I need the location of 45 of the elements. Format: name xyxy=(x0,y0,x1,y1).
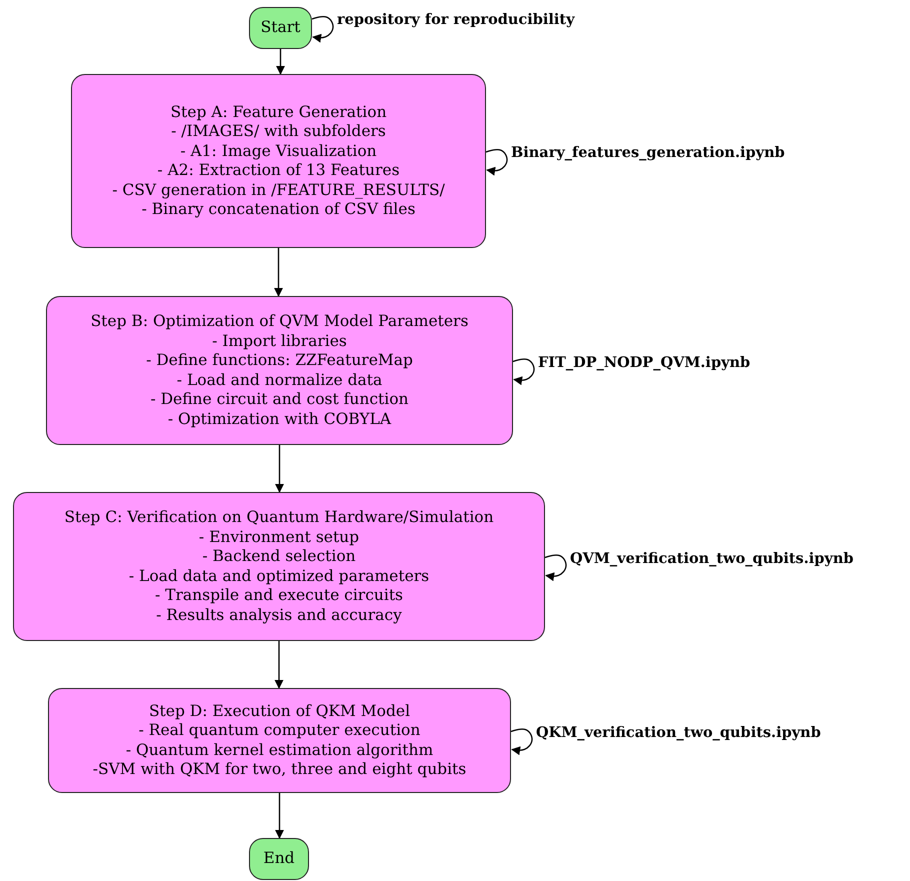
edge-label: QVM_verification_two_qubits.ipynb xyxy=(570,550,854,566)
node-text: - Transpile and execute circuits xyxy=(154,586,404,606)
node-text: - Environment setup xyxy=(198,528,360,547)
terminal-box xyxy=(249,7,312,49)
self-loop-arrow xyxy=(312,16,334,43)
node-text: - Results analysis and accuracy xyxy=(156,606,402,625)
node-text: - Define functions: ZZFeatureMap xyxy=(146,351,413,370)
node-title: Step C: Verification on Quantum Hardware/Simulation xyxy=(64,508,494,528)
node-title: Step B: Optimization of QVM Model Parameters xyxy=(90,312,468,332)
node-text: - Backend selection xyxy=(202,547,356,566)
edge-label: repository for reproducibility xyxy=(337,11,575,28)
node-text: - /IMAGES/ with subfolders xyxy=(171,122,386,142)
node-text: - Import libraries xyxy=(212,332,347,351)
arrow xyxy=(276,49,285,75)
self-loop-arrow xyxy=(512,358,535,386)
edge-label: QKM_verification_two_qubits.ipynb xyxy=(536,724,821,740)
node-text: - A2: Extraction of 13 Features xyxy=(157,161,400,180)
node-text: - CSV generation in /FEATURE_RESULTS/ xyxy=(112,180,445,200)
node-title: Step A: Feature Generation xyxy=(170,102,387,122)
arrow xyxy=(274,641,284,689)
node-text: - Optimization with COBYLA xyxy=(168,410,392,429)
node-title: Step D: Execution of QKM Model xyxy=(148,702,410,721)
node-text: - Load data and optimized parameters xyxy=(128,566,430,586)
self-loop-arrow xyxy=(510,728,533,756)
node-text: - Load and normalize data xyxy=(176,370,382,390)
node-title: End xyxy=(263,849,295,869)
node-text: - Real quantum computer execution xyxy=(138,721,420,740)
process-box xyxy=(48,688,511,793)
node-text: -SVM with QKM for two, three and eight qubits xyxy=(92,760,466,780)
node-text: - A1: Image Visualization xyxy=(180,142,377,161)
arrow xyxy=(275,445,284,493)
terminal-box xyxy=(249,838,309,880)
edge-label: FIT_DP_NODP_QVM.ipynb xyxy=(538,354,750,370)
node-text: - Quantum kernel estimation algorithm xyxy=(126,740,434,760)
node-text: - Define circuit and cost function xyxy=(150,390,409,410)
edge-label: Binary_features_generation.ipynb xyxy=(511,144,785,161)
self-loop-arrow xyxy=(486,148,508,176)
self-loop-arrow xyxy=(544,554,567,582)
process-box xyxy=(13,492,545,641)
node-text: - Binary concatenation of CSV files xyxy=(142,200,416,220)
process-box xyxy=(71,74,486,248)
node-title: Start xyxy=(260,18,300,38)
arrow xyxy=(274,248,283,297)
process-box xyxy=(46,296,513,445)
arrow xyxy=(275,793,284,839)
